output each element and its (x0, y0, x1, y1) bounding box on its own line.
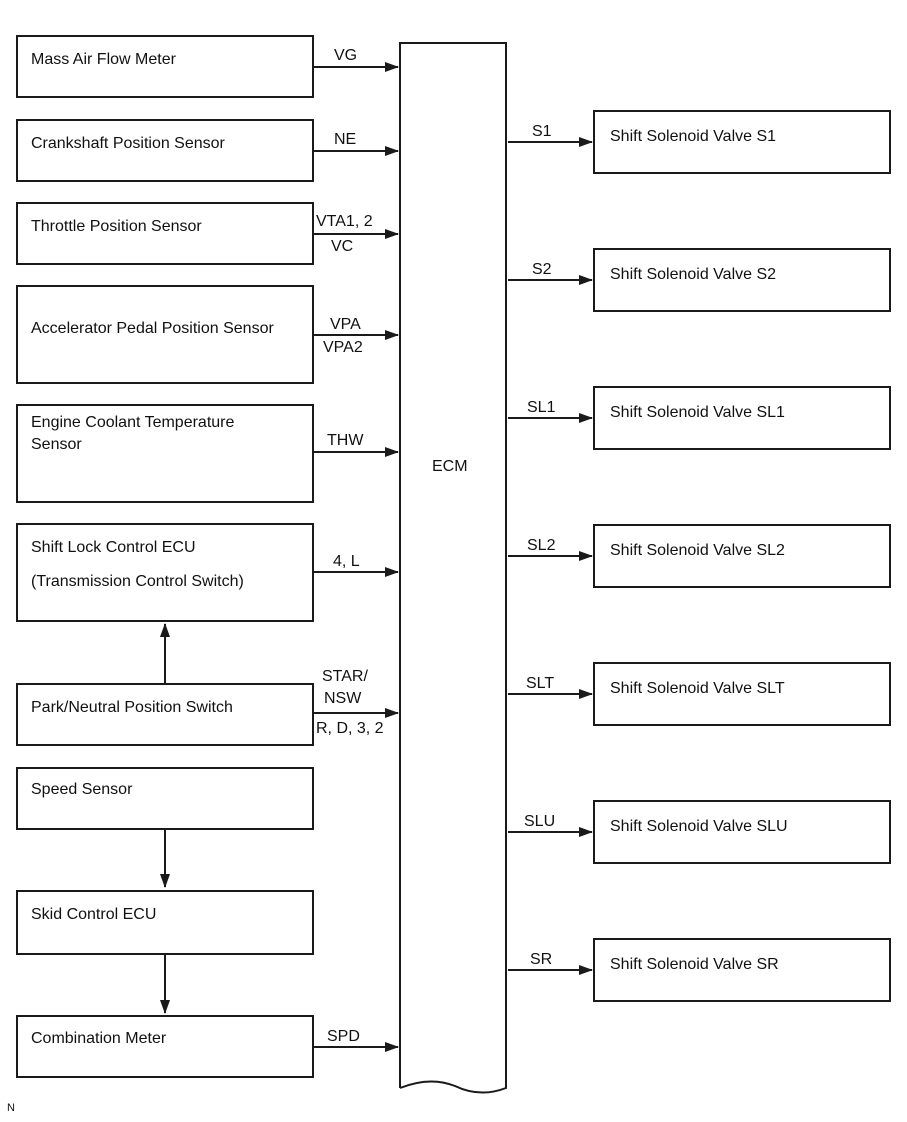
signal-thw: THW (327, 432, 364, 449)
signal-spd: SPD (327, 1028, 360, 1045)
solenoid-s1-label: Shift Solenoid Valve S1 (610, 128, 777, 145)
combination-meter-box: Combination Meter (16, 1015, 314, 1078)
speed-sensor-box: Speed Sensor (16, 767, 314, 830)
transmission-control-switch-label: (Transmission Control Switch) (31, 573, 244, 590)
solenoid-sl2-label: Shift Solenoid Valve SL2 (610, 542, 785, 559)
signal-sl2: SL2 (527, 537, 556, 554)
park-neutral-position-switch-label: Park/Neutral Position Switch (31, 699, 233, 716)
shift-lock-control-ecu-label: Shift Lock Control ECU (31, 539, 196, 556)
combination-meter-label: Combination Meter (31, 1030, 167, 1047)
signal-sr: SR (530, 951, 553, 968)
skid-control-ecu-box: Skid Control ECU (16, 890, 314, 955)
solenoid-s2-label: Shift Solenoid Valve S2 (610, 266, 777, 283)
crankshaft-position-sensor-box: Crankshaft Position Sensor (16, 119, 314, 182)
signal-r-d-3-2: R, D, 3, 2 (316, 720, 384, 737)
ecm-label: ECM (432, 458, 468, 475)
ecm-block (399, 42, 507, 1094)
signal-s2: S2 (532, 261, 552, 278)
signal-star: STAR/ (322, 668, 368, 685)
engine-coolant-temperature-label-line2: Sensor (31, 436, 82, 453)
signal-vta1-2: VTA1, 2 (316, 213, 373, 230)
signal-vpa: VPA (330, 316, 361, 333)
crankshaft-position-sensor-label: Crankshaft Position Sensor (31, 135, 225, 152)
signal-slt: SLT (526, 675, 555, 692)
signal-nsw: NSW (324, 690, 362, 707)
park-neutral-position-switch-box: Park/Neutral Position Switch (16, 683, 314, 746)
solenoid-slt-box: Shift Solenoid Valve SLT (593, 662, 891, 726)
solenoid-slu-box: Shift Solenoid Valve SLU (593, 800, 891, 864)
accelerator-pedal-position-sensor-label: Accelerator Pedal Position Sensor (31, 320, 274, 337)
skid-control-ecu-label: Skid Control ECU (31, 906, 157, 923)
signal-slu: SLU (524, 813, 556, 830)
mass-air-flow-meter-box: Mass Air Flow Meter (16, 35, 314, 98)
signal-vg: VG (334, 47, 358, 64)
solenoid-sl1-label: Shift Solenoid Valve SL1 (610, 404, 785, 421)
accelerator-pedal-position-sensor-box: Accelerator Pedal Position Sensor (16, 285, 314, 384)
solenoid-sr-label: Shift Solenoid Valve SR (610, 956, 779, 973)
signal-vpa2: VPA2 (323, 339, 363, 356)
solenoid-sr-box: Shift Solenoid Valve SR (593, 938, 891, 1002)
solenoid-sl1-box: Shift Solenoid Valve SL1 (593, 386, 891, 450)
signal-vc: VC (331, 238, 354, 255)
solenoid-s1-box: Shift Solenoid Valve S1 (593, 110, 891, 174)
solenoid-s2-box: Shift Solenoid Valve S2 (593, 248, 891, 312)
engine-coolant-temperature-label-line1: Engine Coolant Temperature (31, 414, 235, 431)
solenoid-slu-label: Shift Solenoid Valve SLU (610, 818, 788, 835)
throttle-position-sensor-box: Throttle Position Sensor (16, 202, 314, 265)
speed-sensor-label: Speed Sensor (31, 781, 133, 798)
shift-lock-control-ecu-box: Shift Lock Control ECU (Transmission Con… (16, 523, 314, 622)
signal-s1: S1 (532, 123, 552, 140)
signal-4-l: 4, L (333, 553, 360, 570)
engine-coolant-temperature-sensor-box: Engine Coolant Temperature Sensor (16, 404, 314, 503)
corner-mark: N (7, 1102, 15, 1114)
solenoid-sl2-box: Shift Solenoid Valve SL2 (593, 524, 891, 588)
solenoid-slt-label: Shift Solenoid Valve SLT (610, 680, 785, 697)
signal-ne: NE (334, 131, 357, 148)
signal-sl1: SL1 (527, 399, 556, 416)
throttle-position-sensor-label: Throttle Position Sensor (31, 218, 202, 235)
mass-air-flow-meter-label: Mass Air Flow Meter (31, 51, 176, 68)
